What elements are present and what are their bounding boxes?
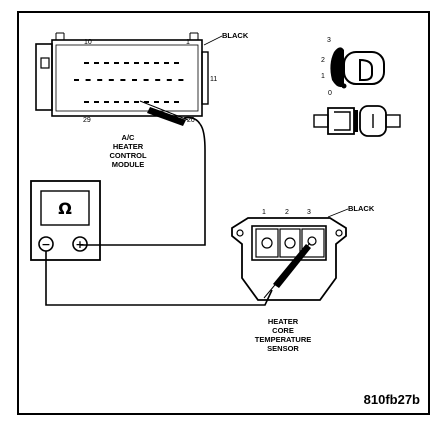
connector-pin xyxy=(143,79,149,81)
ignition-position-0: 0 xyxy=(328,90,332,97)
ignition-switch xyxy=(313,47,401,137)
wire-negative-lead xyxy=(45,251,273,306)
connector-pin xyxy=(84,62,89,64)
ohmmeter-positive-terminal: + xyxy=(75,238,84,251)
connector-test-probe xyxy=(139,100,201,126)
figure-frame xyxy=(17,11,430,415)
sensor-label-line-4: SENSOR xyxy=(267,344,299,353)
module-label-line-2: HEATER xyxy=(113,142,144,151)
connector-pin xyxy=(94,101,99,103)
connector-pin-20-label: 20 xyxy=(187,117,195,124)
connector-pin xyxy=(84,101,89,103)
connector-pin xyxy=(144,101,149,103)
connector-pin xyxy=(97,79,103,81)
connector-color-leader xyxy=(203,35,223,46)
connector-pin-29-label: 29 xyxy=(83,117,91,124)
sensor-color-label: BLACK xyxy=(348,204,375,213)
temperature-sensor xyxy=(231,217,347,301)
connector-pin xyxy=(74,79,79,81)
wire-positive-lead xyxy=(80,123,206,246)
connector-pin xyxy=(120,79,126,81)
connector-pin xyxy=(114,62,119,64)
figure-code: 810fb27b xyxy=(364,392,420,407)
ohmmeter-negative-terminal: − xyxy=(41,238,50,251)
connector-pin xyxy=(164,101,169,103)
connector-pin xyxy=(134,62,139,64)
module-label-line-4: MODULE xyxy=(112,160,145,169)
connector-pin xyxy=(124,62,129,64)
connector-pin xyxy=(178,79,184,81)
connector-pin-rows xyxy=(74,62,184,103)
sensor-pin-3-label: 3 xyxy=(307,209,311,216)
sensor-label-line-2: CORE xyxy=(272,326,294,335)
module-connector xyxy=(35,32,209,117)
connector-pin xyxy=(108,79,114,81)
connector-pin xyxy=(124,101,129,103)
connector-pin xyxy=(174,62,179,64)
connector-pin xyxy=(144,62,149,64)
module-label-line-1: A/C xyxy=(122,133,136,142)
connector-pin xyxy=(94,62,99,64)
connector-pin xyxy=(164,62,169,64)
connector-pin xyxy=(104,62,109,64)
sensor-label-line-3: TEMPERATURE xyxy=(255,335,312,344)
connector-pin xyxy=(166,79,172,81)
connector-pin xyxy=(104,101,109,103)
ignition-position-1: 1 xyxy=(321,73,325,80)
connector-pin xyxy=(85,79,91,81)
ignition-position-2: 2 xyxy=(321,57,325,64)
module-label-line-3: CONTROL xyxy=(109,151,146,160)
connector-pin xyxy=(155,79,161,81)
connector-pin-11-label: 11 xyxy=(210,76,217,83)
sensor-color-leader xyxy=(327,208,349,218)
ohmmeter-symbol: Ω xyxy=(58,199,72,218)
connector-pin xyxy=(134,101,139,103)
sensor-label-line-1: HEATER xyxy=(268,317,299,326)
connector-pin xyxy=(154,62,159,64)
ohmmeter xyxy=(30,180,101,261)
sensor-pin-1-label: 1 xyxy=(262,209,266,216)
sensor-pin-2-label: 2 xyxy=(285,209,289,216)
sensor-test-probe xyxy=(263,242,311,299)
connector-pin xyxy=(154,101,159,103)
connector-pin-1-label: 1 xyxy=(186,39,190,46)
connector-pin xyxy=(132,79,137,81)
connector-pin xyxy=(174,101,179,103)
ignition-position-3: 3 xyxy=(327,37,331,44)
connector-color-label: BLACK xyxy=(222,31,249,40)
connector-pin-10-label: 10 xyxy=(84,39,92,46)
connector-pin xyxy=(114,101,119,103)
